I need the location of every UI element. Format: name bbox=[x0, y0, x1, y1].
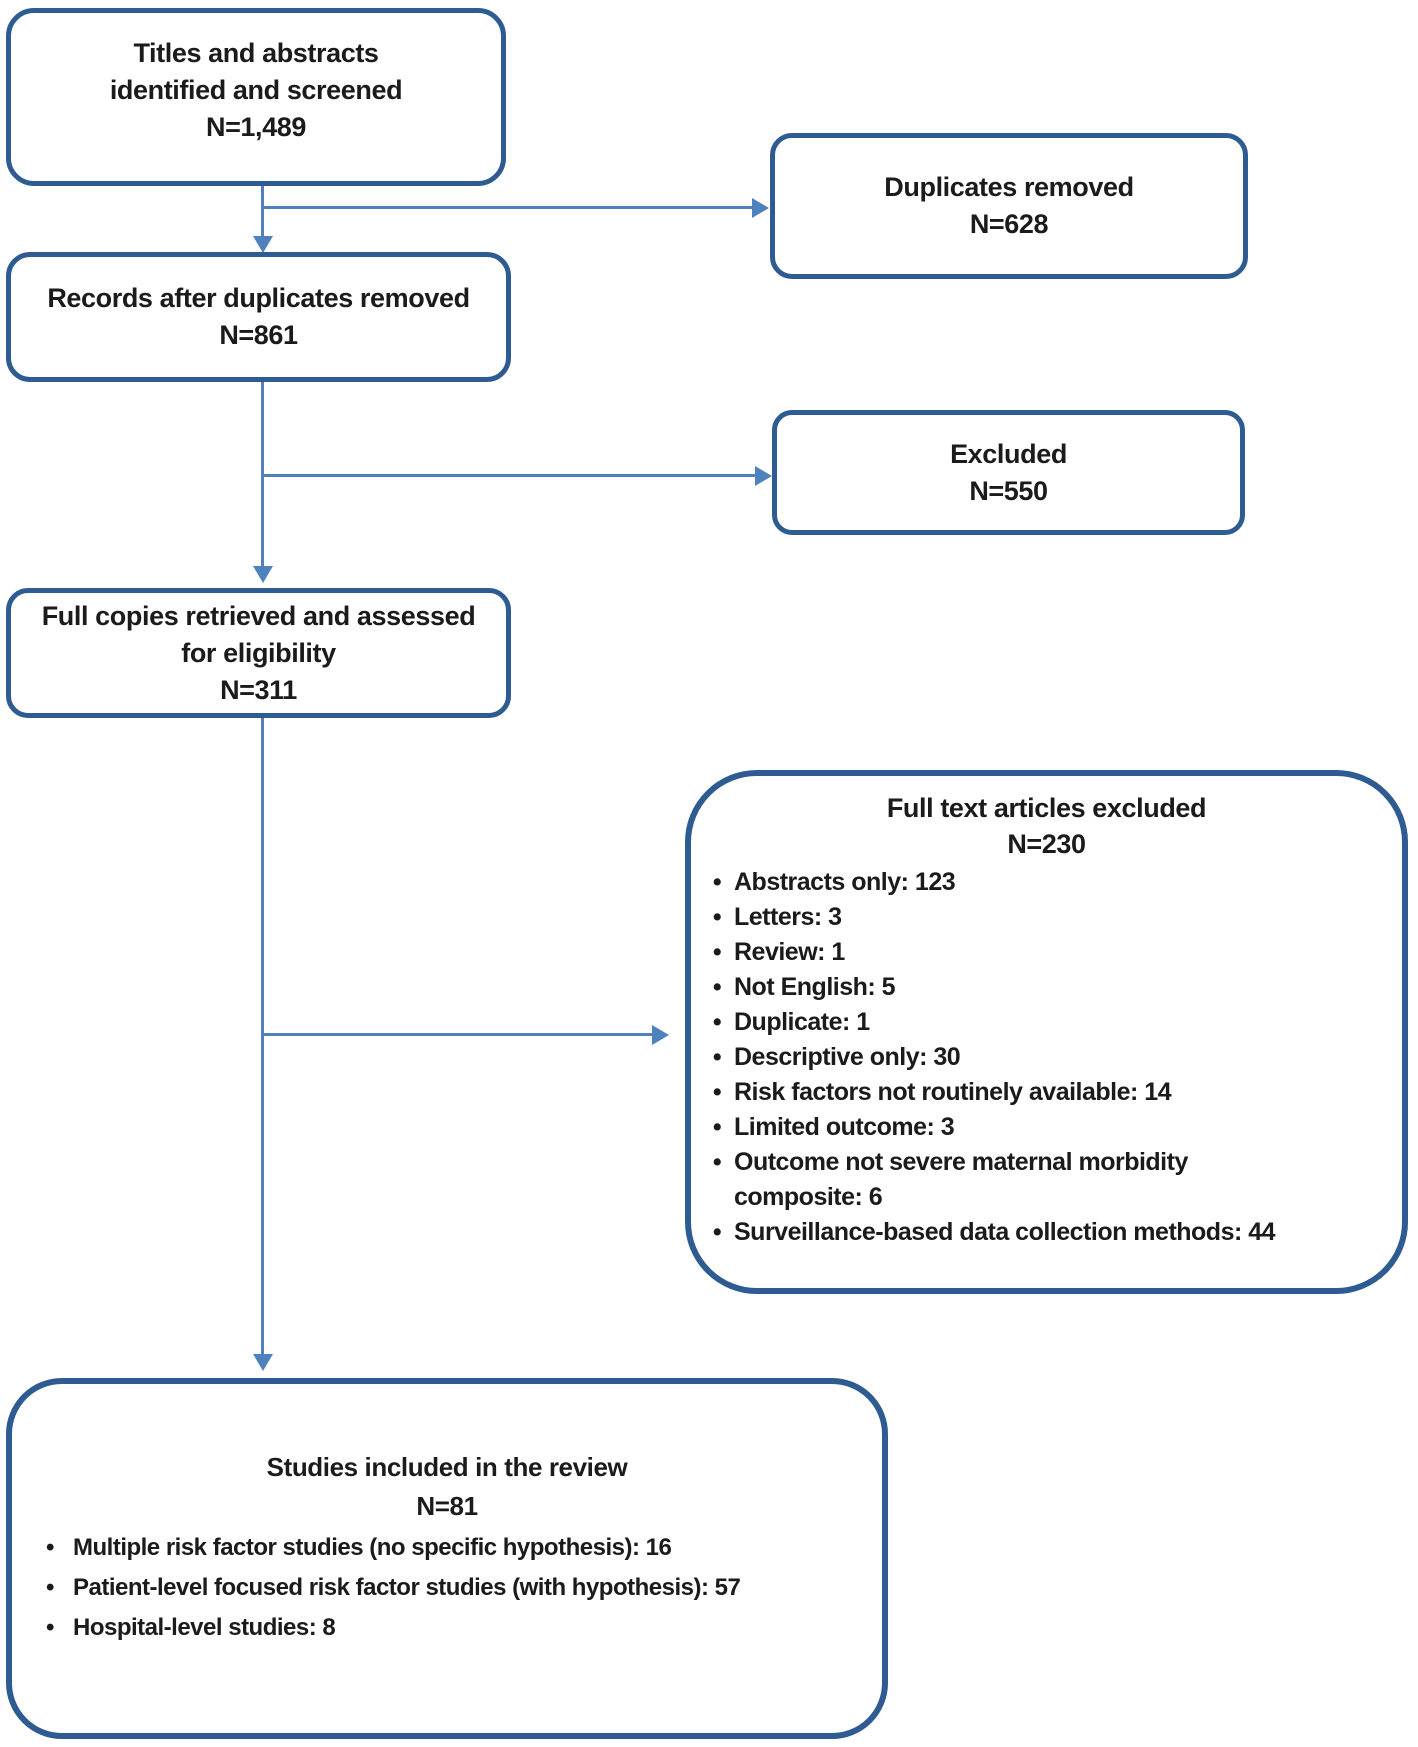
bullet-dot: • bbox=[46, 1534, 54, 1561]
box-line: Duplicates removed bbox=[884, 172, 1134, 202]
arrowhead-to-duplicates-removed bbox=[752, 198, 769, 218]
box-line: identified and screened bbox=[109, 74, 403, 105]
box-title: Full text articles excluded bbox=[886, 793, 1207, 823]
included-studies-list: • Multiple risk factor studies (no speci… bbox=[0, 1528, 897, 1648]
box-count: N=550 bbox=[969, 475, 1048, 506]
list-item-text: Limited outcome: 3 bbox=[734, 1113, 955, 1141]
arrowhead-to-included bbox=[253, 1354, 273, 1371]
list-item: • Review: 1 bbox=[700, 935, 845, 970]
box-titles-abstracts-screened: Titles and abstracts identified and scre… bbox=[6, 8, 506, 186]
list-item: • Hospital-level studies: 8 bbox=[27, 1608, 336, 1648]
box-line: Titles and abstracts bbox=[133, 37, 379, 68]
box-records-after-duplicates: Records after duplicates removed N=861 bbox=[6, 252, 511, 382]
box-count: N=861 bbox=[219, 320, 298, 350]
box-title: Studies included in the review bbox=[266, 1452, 628, 1482]
bullet-dot: • bbox=[712, 1008, 722, 1036]
list-item: • Limited outcome: 3 bbox=[700, 1110, 955, 1145]
list-item-text: Outcome not severe maternal morbidity co… bbox=[734, 1148, 1188, 1211]
arrowhead-to-full-text-excluded bbox=[652, 1025, 669, 1045]
list-item: • Abstracts only: 123 bbox=[700, 865, 956, 900]
box-line: Records after duplicates removed bbox=[47, 283, 470, 313]
list-item: • Surveillance-based data collection met… bbox=[700, 1215, 1276, 1250]
box-excluded: Excluded N=550 bbox=[772, 410, 1245, 535]
list-item-text: Abstracts only: 123 bbox=[734, 868, 956, 896]
bullet-dot: • bbox=[712, 1148, 722, 1176]
list-item-text: Hospital-level studies: 8 bbox=[73, 1614, 336, 1641]
box-studies-included: Studies included in the review N=81 • Mu… bbox=[6, 1378, 888, 1739]
bullet-dot: • bbox=[712, 938, 722, 966]
list-item-text: Not English: 5 bbox=[734, 973, 896, 1001]
bullet-dot: • bbox=[46, 1614, 54, 1641]
list-item-text: Descriptive only: 30 bbox=[734, 1043, 961, 1071]
bullet-dot: • bbox=[46, 1574, 54, 1601]
arrowhead-to-after-duplicates bbox=[253, 236, 273, 253]
list-item-text: Multiple risk factor studies (no specifi… bbox=[73, 1534, 672, 1561]
bullet-dot: • bbox=[712, 1078, 722, 1106]
box-duplicates-removed: Duplicates removed N=628 bbox=[770, 133, 1248, 279]
list-item-text: Patient-level focused risk factor studie… bbox=[73, 1574, 741, 1601]
arrow-line-branch-full-text-excluded bbox=[261, 1033, 652, 1036]
list-item: • Patient-level focused risk factor stud… bbox=[27, 1568, 741, 1608]
box-count: N=81 bbox=[416, 1491, 478, 1521]
arrow-line-full-copies-down bbox=[261, 718, 264, 1354]
box-count: N=1,489 bbox=[205, 111, 307, 142]
bullet-dot: • bbox=[712, 868, 722, 896]
list-item: • Duplicate: 1 bbox=[700, 1005, 870, 1040]
box-line: Full copies retrieved and assessed bbox=[41, 600, 476, 631]
box-full-copies-assessed: Full copies retrieved and assessed for e… bbox=[6, 588, 511, 718]
arrowhead-to-excluded bbox=[755, 466, 772, 486]
list-item: • Not English: 5 bbox=[700, 970, 896, 1005]
bullet-dot: • bbox=[712, 903, 722, 931]
list-item: • Letters: 3 bbox=[700, 900, 842, 935]
list-item: • Multiple risk factor studies (no speci… bbox=[27, 1528, 672, 1568]
list-item: • Outcome not severe maternal morbidity … bbox=[700, 1145, 1319, 1215]
arrow-line-branch-excluded bbox=[261, 474, 755, 477]
list-item: • Descriptive only: 30 bbox=[700, 1040, 961, 1075]
list-item: • Risk factors not routinely available: … bbox=[700, 1075, 1172, 1110]
bullet-dot: • bbox=[712, 973, 722, 1001]
box-count: N=230 bbox=[1007, 829, 1086, 859]
bullet-dot: • bbox=[712, 1113, 722, 1141]
list-item-text: Review: 1 bbox=[734, 938, 845, 966]
box-line: for eligibility bbox=[181, 637, 336, 668]
box-count: N=628 bbox=[969, 209, 1049, 239]
list-item-text: Letters: 3 bbox=[734, 903, 842, 931]
exclusion-reason-list: • Abstracts only: 123 • Letters: 3 • Rev… bbox=[682, 865, 1411, 1250]
arrow-line-identified-down bbox=[261, 186, 264, 236]
box-count: N=311 bbox=[220, 674, 297, 705]
bullet-dot: • bbox=[712, 1043, 722, 1071]
box-line: Excluded bbox=[950, 438, 1067, 469]
arrowhead-to-full-copies bbox=[253, 566, 273, 583]
arrow-line-branch-duplicates bbox=[261, 206, 752, 209]
list-item-text: Duplicate: 1 bbox=[734, 1008, 870, 1036]
box-full-text-excluded: Full text articles excluded N=230 • Abst… bbox=[685, 770, 1408, 1294]
bullet-dot: • bbox=[712, 1218, 722, 1246]
list-item-text: Risk factors not routinely available: 14 bbox=[734, 1078, 1172, 1106]
list-item-text: Surveillance-based data collection metho… bbox=[734, 1218, 1276, 1246]
